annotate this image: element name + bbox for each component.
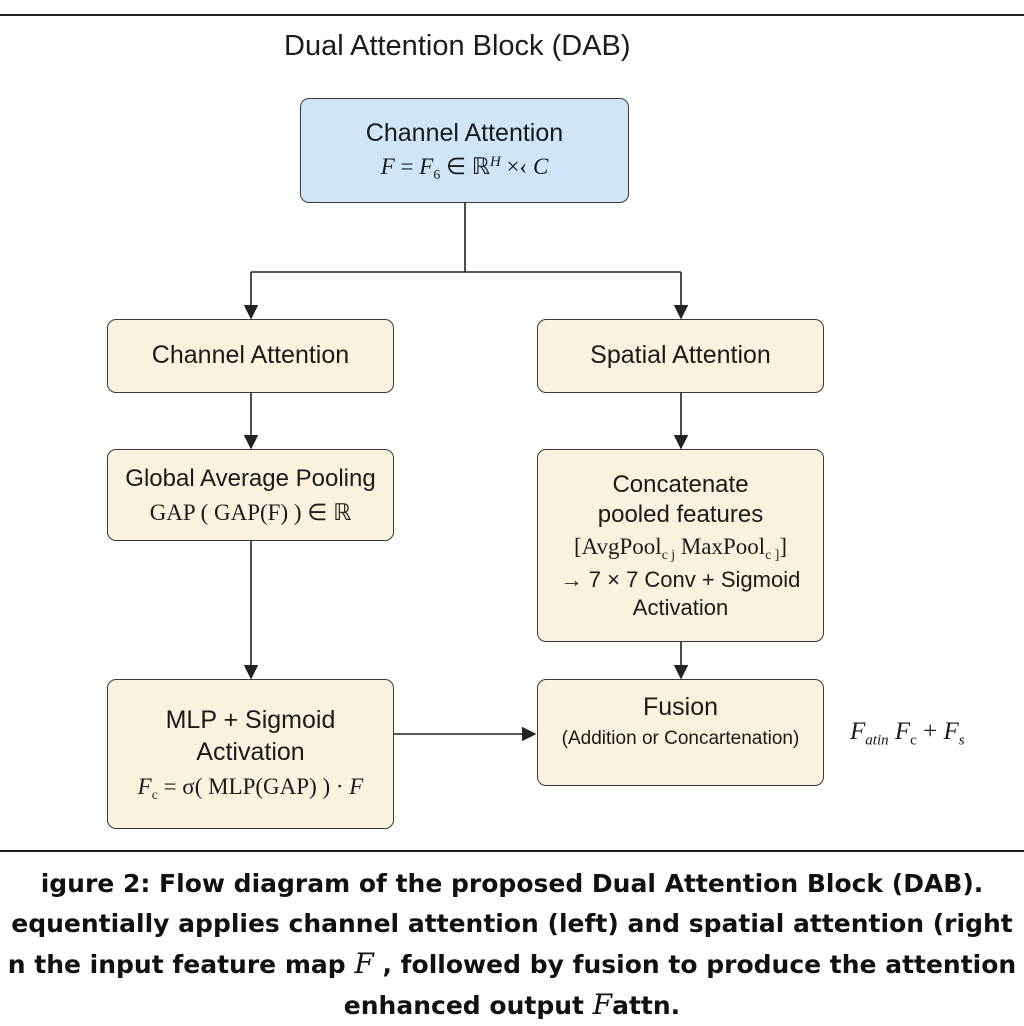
mlp-line2: Activation bbox=[196, 737, 305, 766]
spatial-attention-box: Spatial Attention bbox=[537, 319, 824, 393]
concat-line4: → 7 × 7 Conv + Sigmoid bbox=[560, 567, 801, 593]
channel-attention-box: Channel Attention bbox=[107, 319, 394, 393]
top-rule bbox=[0, 14, 1024, 16]
channel-attention-label: Channel Attention bbox=[151, 341, 350, 370]
mlp-equation: Fc = σ( MLP(GAP) ) · F bbox=[137, 773, 364, 802]
gap-box: Global Average Pooling GAP ( GAP(F) ) ∈ … bbox=[107, 449, 394, 541]
output-equation: Fatin Fc + Fs bbox=[850, 718, 965, 749]
concat-line2: pooled features bbox=[597, 500, 764, 528]
concat-box: Concatenate pooled features [AvgPoolc j … bbox=[537, 449, 824, 642]
fusion-box: Fusion (Addition or Concartenation) bbox=[537, 679, 824, 786]
mlp-sigmoid-box: MLP + Sigmoid Activation Fc = σ( MLP(GAP… bbox=[107, 679, 394, 829]
input-feature-box: Channel Attention F = F6 ∈ ℝH ×‹ C bbox=[300, 98, 629, 203]
concat-equation: [AvgPoolc j MaxPoolc ]] bbox=[573, 533, 788, 562]
caption-line1: igure 2: Flow diagram of the proposed Du… bbox=[40, 869, 984, 898]
input-box-equation: F = F6 ∈ ℝH ×‹ C bbox=[380, 153, 549, 182]
figure-caption: igure 2: Flow diagram of the proposed Du… bbox=[0, 864, 1024, 1026]
input-box-label: Channel Attention bbox=[365, 119, 564, 148]
caption-line3: n the input feature map F , followed by … bbox=[7, 947, 1017, 980]
gap-equation: GAP ( GAP(F) ) ∈ ℝ bbox=[149, 500, 352, 525]
fusion-label: Fusion bbox=[642, 693, 719, 721]
caption-line2: equentially applies channel attention (l… bbox=[11, 909, 1013, 938]
mlp-line1: MLP + Sigmoid bbox=[165, 706, 336, 735]
gap-label: Global Average Pooling bbox=[125, 465, 376, 492]
spatial-attention-label: Spatial Attention bbox=[590, 341, 771, 370]
bottom-rule bbox=[0, 850, 1024, 852]
fusion-detail: (Addition or Concartenation) bbox=[561, 728, 800, 750]
concat-line5: Activation bbox=[632, 594, 729, 620]
caption-line4: enhanced output Fattn. bbox=[343, 988, 681, 1021]
diagram-title: Dual Attention Block (DAB) bbox=[284, 30, 631, 62]
concat-line1: Concatenate bbox=[612, 470, 749, 498]
connector-arrows bbox=[243, 203, 689, 742]
